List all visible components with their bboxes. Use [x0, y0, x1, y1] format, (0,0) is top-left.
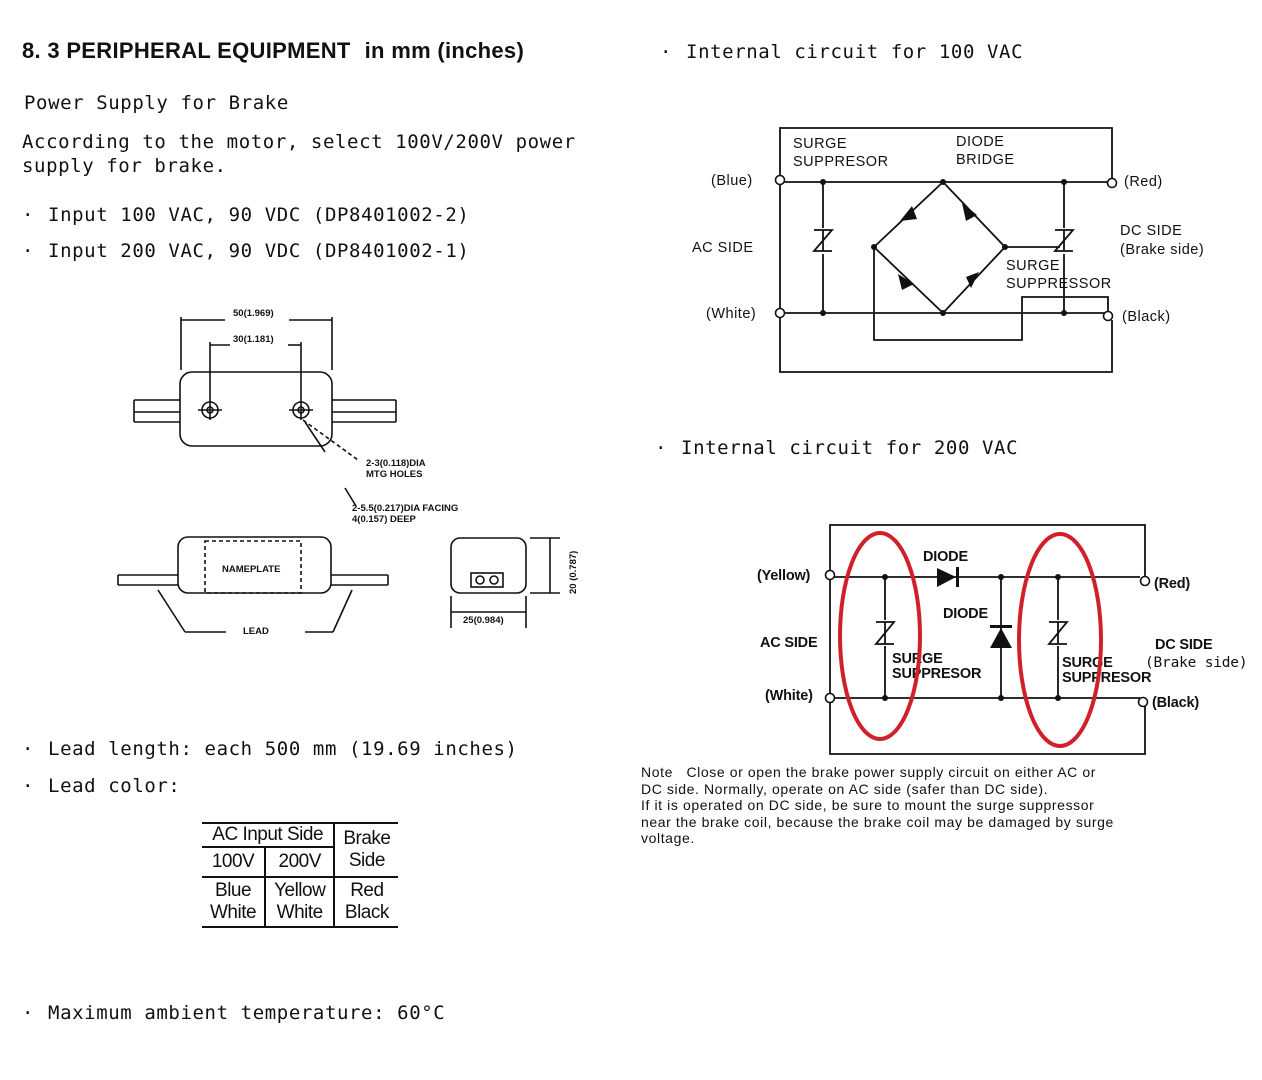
- c100-surge-right-1: SURGE: [1006, 258, 1060, 274]
- section-unit: in mm (inches): [364, 38, 525, 63]
- c100-brake-side: (Brake side): [1120, 242, 1204, 258]
- c100-dc-side: DC SIDE: [1120, 223, 1182, 239]
- c100-ac-side: AC SIDE: [692, 240, 754, 256]
- subtitle: Power Supply for Brake: [24, 92, 289, 114]
- cell-200v-color-1: Yellow: [274, 880, 326, 901]
- c100-surge-2: SUPPRESOR: [793, 154, 889, 170]
- dim-lead: LEAD: [243, 626, 269, 637]
- col-100v: 100V: [202, 847, 266, 878]
- note-line-1: Close or open the brake power supply cir…: [686, 764, 1096, 780]
- c200-surge-left-1: SURGE: [892, 651, 943, 667]
- c100-diode-1: DIODE: [956, 134, 1004, 150]
- dim-mtg-holes: 2-3(0.118)DIA: [366, 458, 426, 469]
- note-line-3: If it is operated on DC side, be sure to…: [641, 797, 1095, 813]
- c100-diode-2: BRIDGE: [956, 152, 1015, 168]
- c100-white-label: (White): [706, 306, 756, 322]
- brake-header-line-1: Brake: [343, 828, 391, 849]
- c100-surge-1: SURGE: [793, 136, 847, 152]
- c200-white-label: (White): [765, 688, 813, 704]
- c200-ac-side: AC SIDE: [760, 635, 818, 651]
- cell-200v-colors: Yellow White: [264, 877, 335, 928]
- input-100-item: Input 100 VAC, 90 VDC (DP8401002-2): [22, 204, 469, 226]
- dim-width-label: 50(1.969): [233, 308, 274, 319]
- c200-surge-right-1: SURGE: [1062, 655, 1113, 671]
- c200-red-label: (Red): [1154, 576, 1190, 592]
- circuit-200-title: Internal circuit for 200 VAC: [655, 437, 1018, 459]
- max-temp-item: Maximum ambient temperature: 60°C: [22, 1002, 445, 1024]
- dim-height-label: 20 (0.787): [568, 551, 579, 594]
- section-title: PERIPHERAL EQUIPMENT: [66, 38, 351, 63]
- col-200v: 200V: [264, 847, 335, 878]
- cell-100v-colors: Blue White: [202, 877, 266, 928]
- c100-surge-right-2: SUPPRESSOR: [1006, 276, 1112, 292]
- c200-surge-right-2: SUPPRESOR: [1062, 670, 1152, 686]
- c100-black-label: (Black): [1122, 309, 1171, 325]
- dim-pitch-label: 30(1.181): [233, 334, 274, 345]
- cell-100v-color-2: White: [210, 902, 257, 923]
- c100-blue-label: (Blue): [711, 173, 753, 189]
- lead-color-item: Lead color:: [22, 775, 180, 797]
- highlight-right-surge: [1017, 532, 1103, 748]
- brake-side-header: Brake Side: [333, 822, 399, 878]
- lead-length-item: Lead length: each 500 mm (19.69 inches): [22, 738, 518, 760]
- intro-line-2: supply for brake.: [22, 155, 227, 177]
- c200-yellow-label: (Yellow): [757, 568, 811, 584]
- note-label: Note: [641, 764, 673, 780]
- section-number: 8. 3: [22, 38, 60, 63]
- cell-brake-colors: Red Black: [333, 877, 399, 928]
- highlight-left-surge: [838, 531, 922, 741]
- c200-surge-left-2: SUPPRESOR: [892, 666, 982, 682]
- note-line-2: DC side. Normally, operate on AC side (s…: [641, 780, 1049, 797]
- cell-200v-color-2: White: [276, 902, 324, 923]
- dim-nameplate: NAMEPLATE: [222, 564, 280, 575]
- dim-facing: 2-5.5(0.217)DIA FACING: [352, 503, 458, 514]
- c200-diode-mid: DIODE: [943, 606, 988, 622]
- c100-red-label: (Red): [1124, 174, 1163, 190]
- lead-color-table: AC Input Side Brake Side 100V 200V Blue …: [202, 822, 399, 928]
- note-block: Note Close or open the brake power suppl…: [641, 764, 1251, 847]
- cell-100v-color-1: Blue: [215, 880, 252, 901]
- brake-header-line-2: Side: [348, 850, 386, 871]
- input-200-item: Input 200 VAC, 90 VDC (DP8401002-1): [22, 240, 469, 262]
- c200-dc-side: DC SIDE: [1155, 637, 1213, 653]
- c200-black-label: (Black): [1152, 695, 1199, 711]
- dim-facing-depth: 4(0.157) DEEP: [352, 514, 417, 525]
- cell-brake-color-2: Black: [344, 902, 389, 923]
- note-line-4: near the brake coil, because the brake c…: [641, 813, 1114, 830]
- dim-mtg-holes-caption: MTG HOLES: [366, 469, 422, 480]
- section-heading: 8. 3 PERIPHERAL EQUIPMENT in mm (inches): [22, 38, 524, 64]
- note-line-5: voltage.: [641, 830, 695, 846]
- c200-brake-side: (Brake side): [1145, 655, 1247, 671]
- ac-input-header: AC Input Side: [202, 822, 335, 848]
- circuit-100-title: Internal circuit for 100 VAC: [660, 41, 1023, 63]
- dim-depth-label: 25(0.984): [463, 615, 504, 626]
- cell-brake-color-1: Red: [350, 880, 384, 901]
- intro-line-1: According to the motor, select 100V/200V…: [22, 131, 576, 153]
- c200-diode-top: DIODE: [923, 549, 968, 565]
